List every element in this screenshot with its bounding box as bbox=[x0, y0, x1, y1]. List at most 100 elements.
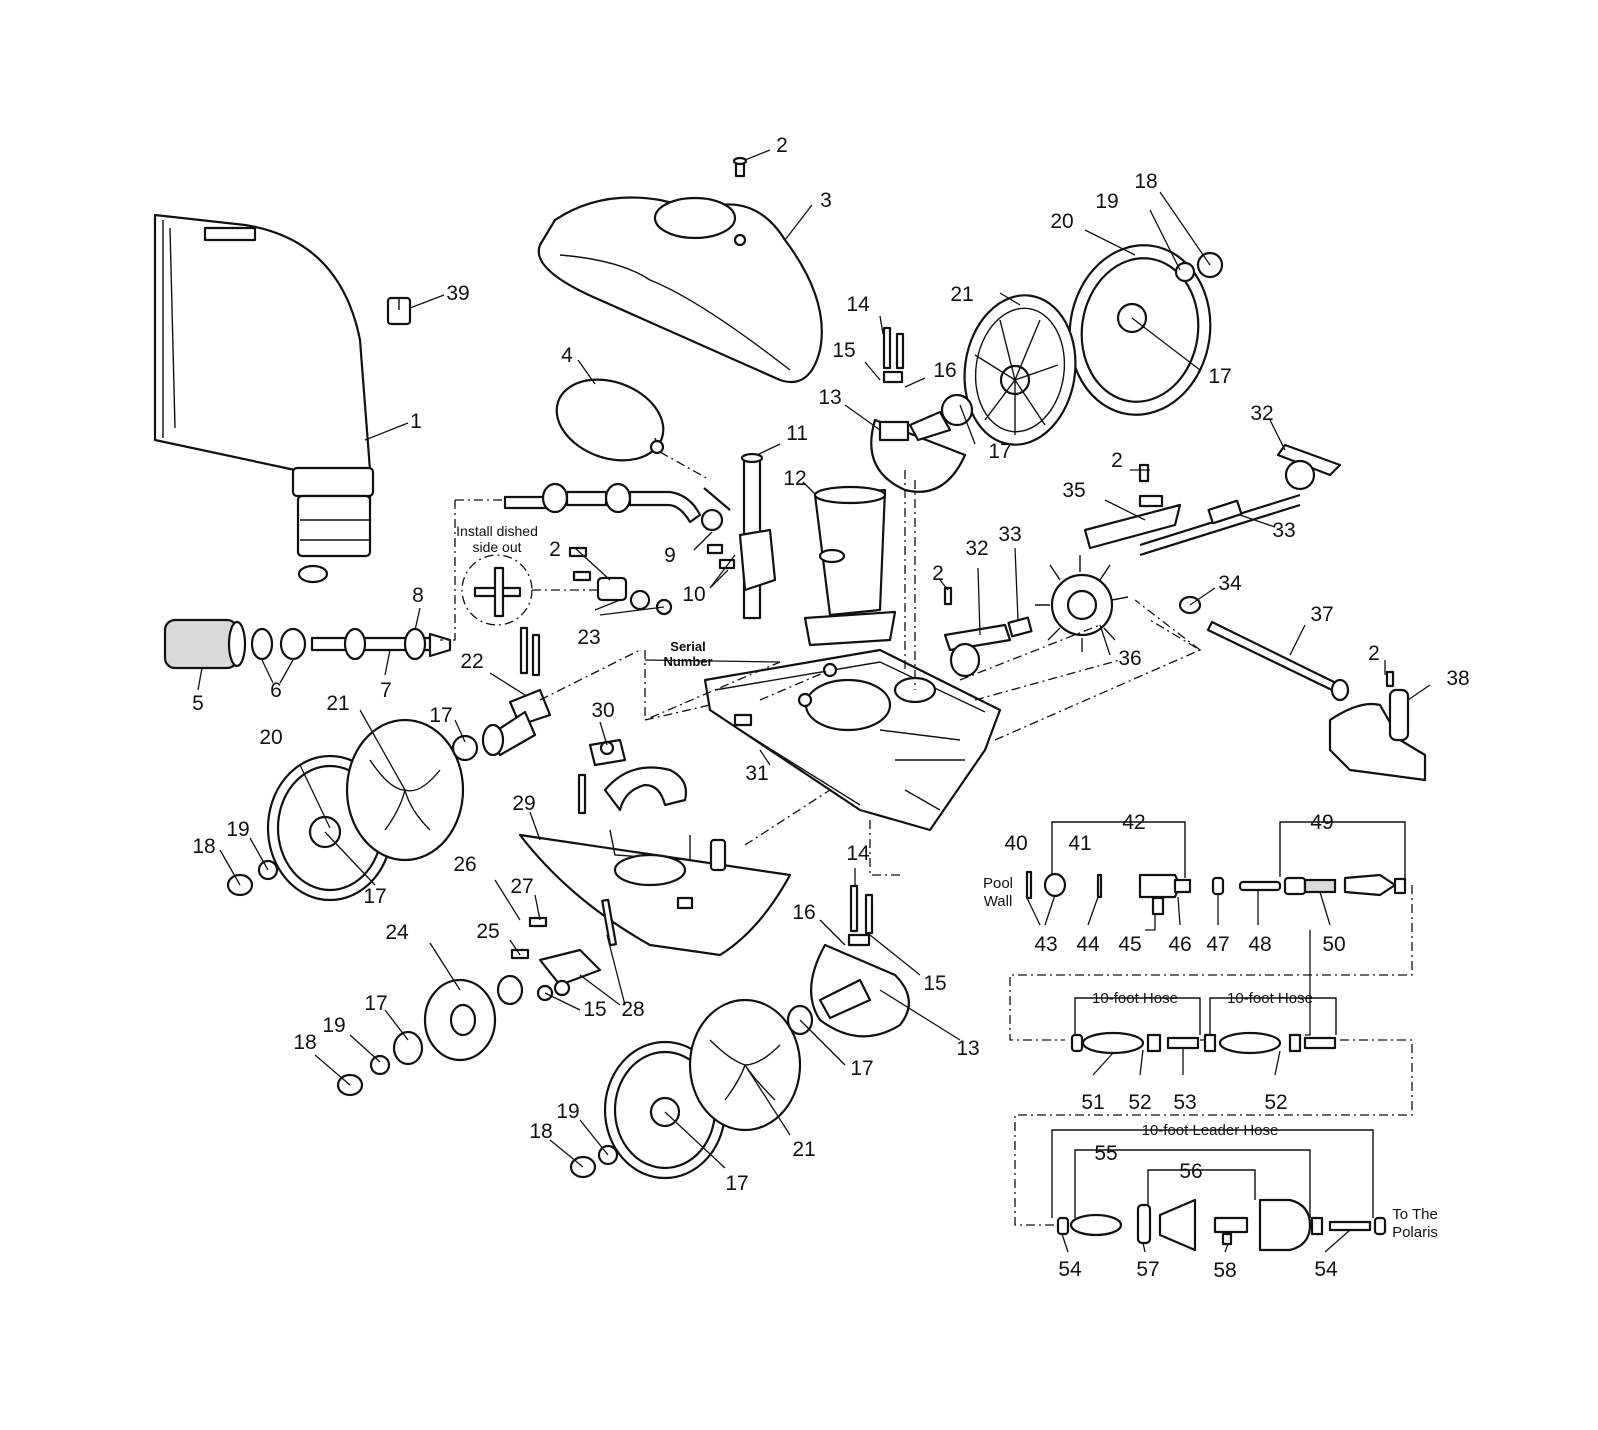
callout-58: 58 bbox=[1213, 1259, 1236, 1282]
callout-47: 47 bbox=[1206, 933, 1229, 956]
note-to-1: To The bbox=[1392, 1206, 1438, 1223]
callout-38: 38 bbox=[1446, 667, 1469, 690]
callout-39: 39 bbox=[446, 282, 469, 305]
callout-17: 17 bbox=[363, 885, 386, 908]
callout-50: 50 bbox=[1322, 933, 1345, 956]
callout-17: 17 bbox=[429, 704, 452, 727]
callout-52: 52 bbox=[1128, 1091, 1151, 1114]
wheels-lower bbox=[569, 998, 814, 1180]
part-9-10 bbox=[700, 487, 736, 570]
part-3-top-cover bbox=[537, 196, 823, 384]
note-pool-2: Wall bbox=[984, 893, 1013, 910]
hose-kit-parts bbox=[1025, 870, 1407, 1252]
callout-48: 48 bbox=[1248, 933, 1271, 956]
callout-21: 21 bbox=[950, 283, 973, 306]
callout-15: 15 bbox=[583, 998, 606, 1021]
callout-17: 17 bbox=[988, 440, 1011, 463]
install-dished-detail bbox=[461, 554, 533, 626]
callout-5: 5 bbox=[192, 692, 204, 715]
callout-32: 32 bbox=[1250, 402, 1273, 425]
hose-assembly-upper bbox=[503, 482, 702, 524]
callout-22: 22 bbox=[460, 650, 483, 673]
callout-54: 54 bbox=[1314, 1258, 1338, 1281]
callout-19: 19 bbox=[322, 1014, 345, 1037]
screw-2-top bbox=[732, 156, 748, 178]
callout-19: 19 bbox=[1095, 190, 1118, 213]
note-serial-1: Serial bbox=[670, 639, 705, 654]
hose-label-a: 10-foot Hose bbox=[1092, 990, 1178, 1007]
part-11-tube bbox=[738, 452, 777, 620]
part-29-bottom-cover bbox=[518, 829, 792, 957]
callout-15: 15 bbox=[832, 339, 855, 362]
callout-6: 6 bbox=[270, 679, 282, 702]
dashed-guides bbox=[440, 451, 1413, 1226]
callout-36: 36 bbox=[1118, 647, 1141, 670]
callout-17: 17 bbox=[725, 1172, 748, 1195]
note-install-2: side out bbox=[472, 539, 521, 555]
callout-45: 45 bbox=[1118, 933, 1141, 956]
callout-21: 21 bbox=[326, 692, 349, 715]
hose-label-b: 10-foot Hose bbox=[1227, 990, 1313, 1007]
callout-26: 26 bbox=[453, 853, 476, 876]
part-30 bbox=[577, 738, 688, 815]
callout-17: 17 bbox=[1208, 365, 1231, 388]
callout-4: 4 bbox=[561, 344, 573, 367]
part-12-throat bbox=[803, 485, 897, 647]
callout-10: 10 bbox=[682, 583, 705, 606]
part-31-chassis bbox=[703, 648, 1002, 832]
callout-2: 2 bbox=[1368, 642, 1380, 665]
part-4-float bbox=[555, 378, 665, 462]
callout-54: 54 bbox=[1058, 1258, 1082, 1281]
callout-37: 37 bbox=[1310, 603, 1333, 626]
group-brackets bbox=[644, 659, 1406, 1218]
callout-7: 7 bbox=[380, 679, 392, 702]
callout-46: 46 bbox=[1168, 933, 1191, 956]
callout-42: 42 bbox=[1122, 811, 1145, 834]
parts-24-28-lower-left bbox=[336, 916, 602, 1097]
callout-16: 16 bbox=[933, 359, 956, 382]
callout-17: 17 bbox=[364, 992, 387, 1015]
part-39-clip bbox=[386, 296, 412, 326]
callout-21: 21 bbox=[792, 1138, 815, 1161]
callout-40: 40 bbox=[1004, 832, 1027, 855]
callout-18: 18 bbox=[293, 1031, 316, 1054]
callout-2: 2 bbox=[549, 538, 561, 561]
callout-14: 14 bbox=[846, 842, 870, 865]
callout-56: 56 bbox=[1179, 1160, 1202, 1183]
parts-32-38-right bbox=[943, 443, 1427, 782]
callout-18: 18 bbox=[1134, 170, 1157, 193]
callout-16: 16 bbox=[792, 901, 815, 924]
callout-9: 9 bbox=[664, 544, 676, 567]
leader-lines bbox=[197, 149, 1431, 1253]
callout-3: 3 bbox=[820, 189, 832, 212]
part-20-21-wheels-upper-right bbox=[940, 244, 1224, 446]
callout-28: 28 bbox=[621, 998, 644, 1021]
callout-24: 24 bbox=[385, 921, 409, 944]
callout-13: 13 bbox=[956, 1037, 979, 1060]
callout-27: 27 bbox=[510, 875, 533, 898]
callout-2: 2 bbox=[1111, 449, 1123, 472]
callout-13: 13 bbox=[818, 386, 841, 409]
callout-1: 1 bbox=[410, 410, 422, 433]
callout-29: 29 bbox=[512, 792, 535, 815]
callout-18: 18 bbox=[529, 1120, 552, 1143]
leader-hose-label: 10-foot Leader Hose bbox=[1142, 1122, 1279, 1139]
callout-41: 41 bbox=[1068, 832, 1091, 855]
callout-51: 51 bbox=[1081, 1091, 1104, 1114]
part-22 bbox=[481, 626, 552, 757]
callout-33: 33 bbox=[998, 523, 1021, 546]
callout-12: 12 bbox=[783, 467, 806, 490]
annotations: Install dished side out Serial Number Po… bbox=[456, 523, 1438, 1241]
callout-25: 25 bbox=[476, 920, 499, 943]
callout-57: 57 bbox=[1136, 1258, 1159, 1281]
callout-8: 8 bbox=[412, 584, 424, 607]
callout-20: 20 bbox=[1050, 210, 1073, 233]
callout-53: 53 bbox=[1173, 1091, 1196, 1114]
callout-11: 11 bbox=[786, 422, 808, 445]
parts-5-8-hose bbox=[163, 618, 452, 670]
callout-33: 33 bbox=[1272, 519, 1295, 542]
callout-2: 2 bbox=[776, 134, 788, 157]
callout-34: 34 bbox=[1218, 572, 1242, 595]
